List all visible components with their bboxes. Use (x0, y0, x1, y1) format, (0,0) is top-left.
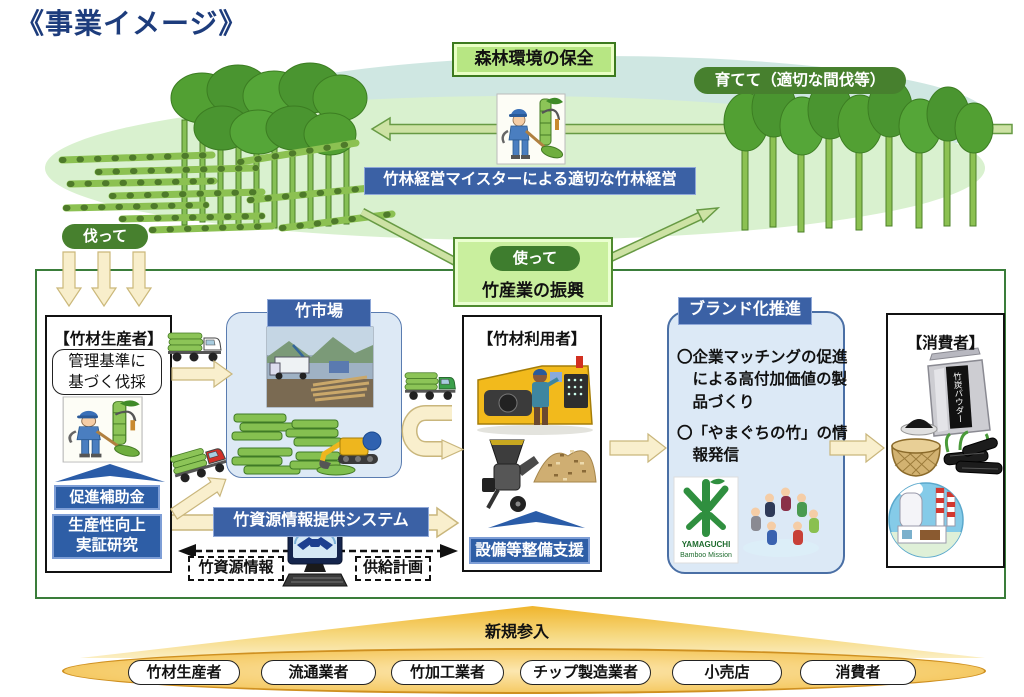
research-line2: 実証研究 (75, 537, 138, 554)
bamboo-grove-dense-icon (170, 62, 368, 229)
brand-item-matching: 〇企業マッチングの促進による高付加価値の製品づくり (677, 349, 848, 411)
bamboo-grove-thinned-icon (723, 78, 994, 233)
producer-content: 【竹材生産者】 管理基準に 基づく伐採 促進補助金 生産性向上 実証研究 (45, 315, 172, 573)
meister-farmer-icon (495, 92, 567, 166)
meister-banner: 竹林経営マイスターによる適切な竹林経営 (364, 167, 696, 195)
return-arrow (370, 116, 1013, 142)
forest-preservation-banner: 森林環境の保全 (452, 42, 616, 77)
felled-bamboo-poles-icon (58, 139, 396, 234)
harvest-rule-line2: 基づく伐採 (68, 374, 146, 391)
research-line1: 生産性向上 (68, 517, 146, 534)
industry-promotion-label: 竹産業の振興 (482, 281, 584, 300)
harvest-rule-line1: 管理基準に (68, 353, 146, 370)
page-title: 《事業イメージ》 (16, 9, 248, 40)
resource-info-tag: 竹資源情報 (188, 556, 284, 581)
use-box: 使って 竹産業の振興 (453, 237, 613, 307)
cut-pill: 伐って (62, 224, 148, 249)
new-entry-label: 新規参入 (484, 624, 549, 641)
supply-plan-tag: 供給計画 (355, 556, 431, 581)
brand-title: ブランド化推進 (678, 297, 812, 325)
market-title: 竹市場 (267, 299, 371, 327)
entrant-consumer: 消費者 (800, 660, 916, 685)
use-connector-right (608, 207, 721, 263)
subsidy-box: 促進補助金 (54, 485, 160, 510)
entrant-producer: 竹材生産者 (128, 660, 240, 685)
users-content: 【竹材利用者】 設備等整備支援 (462, 315, 602, 572)
producer-title: 【竹材生産者】 (54, 331, 163, 348)
use-connector-left (359, 208, 459, 266)
grow-pill: 育てて（適切な間伐等） (694, 67, 906, 94)
users-title: 【竹材利用者】 (477, 331, 587, 348)
brand-item-pr: 〇「やまぐちの竹」の情報発信 (677, 425, 848, 465)
brand-content: 〇企業マッチングの促進による高付加価値の製品づくり 〇「やまぐちの竹」の情報発信 (667, 311, 848, 574)
consumer-title: 【消費者】 (906, 335, 985, 352)
info-system-box: 竹資源情報提供システム (213, 507, 429, 537)
entrant-retailer: 小売店 (672, 660, 782, 685)
harvest-rule-box: 管理基準に 基づく伐採 (52, 349, 162, 395)
entrant-distributor: 流通業者 (261, 660, 376, 685)
market-panel (226, 312, 402, 478)
research-box: 生産性向上 実証研究 (52, 514, 162, 559)
use-pill: 使って (490, 246, 580, 271)
entrant-chip-maker: チップ製造業者 (520, 660, 651, 685)
support-box: 設備等整備支援 (469, 537, 590, 564)
entrant-processor: 竹加工業者 (391, 660, 504, 685)
